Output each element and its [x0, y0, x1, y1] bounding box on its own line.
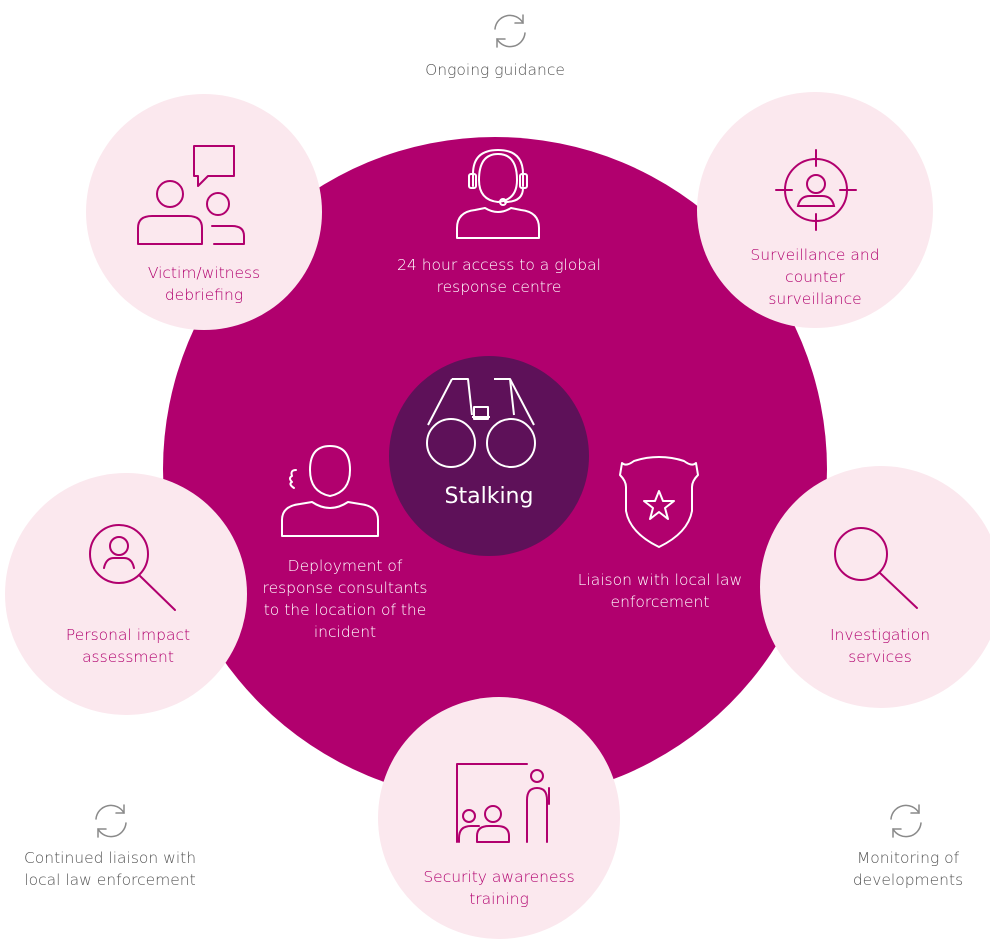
- satellite-debriefing: [86, 94, 322, 330]
- people-speech-bubble-icon: [137, 145, 245, 245]
- training-label: Security awareness training: [423, 868, 575, 908]
- magnifier-person-icon: [89, 524, 176, 611]
- satellite-surveillance: [697, 92, 933, 328]
- police-badge-icon: [619, 456, 699, 548]
- monitoring-label: Monitoring of developments: [852, 849, 964, 889]
- refresh-icon: [95, 804, 127, 838]
- response-centre-label: 24 hour access to a global response cent…: [397, 256, 601, 296]
- deployment-label: Deployment of response consultants to th…: [262, 557, 428, 641]
- investigation-label: Investigation services: [829, 626, 931, 666]
- surveillance-label: Surveillance and counter surveillance: [750, 246, 880, 308]
- debriefing-label: Victim/witness debriefing: [147, 264, 261, 304]
- satellite-impact: [5, 473, 247, 715]
- refresh-icon: [890, 804, 922, 838]
- center-label: Stalking: [444, 484, 534, 509]
- continued-liaison-label: Continued liaison with local law enforce…: [23, 849, 197, 889]
- speaking-person-icon: [281, 445, 379, 537]
- binoculars-icon: [426, 378, 536, 468]
- center-circle: [389, 356, 589, 556]
- impact-label: Personal impact assessment: [65, 626, 191, 666]
- satellite-investigation: [760, 466, 990, 708]
- ongoing-guidance-label: Ongoing guidance: [425, 61, 565, 79]
- presentation-audience-icon: [456, 763, 550, 843]
- refresh-icon: [494, 14, 526, 48]
- magnifier-icon: [834, 527, 918, 609]
- liaison-label: Liaison with local law enforcement: [577, 571, 743, 611]
- headset-agent-icon: [456, 149, 540, 239]
- crosshair-person-icon: [775, 149, 857, 231]
